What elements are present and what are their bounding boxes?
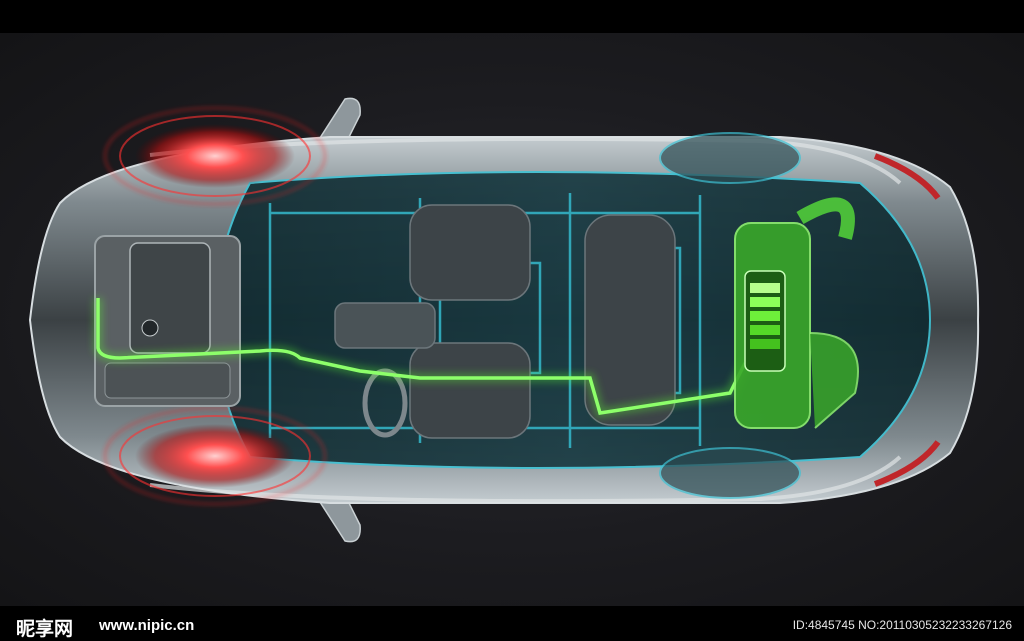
rear-wheel-bottom [659,447,801,499]
mirror-bottom [316,494,361,543]
cabin-glass [213,171,932,469]
top-letterbox-band [0,0,1024,33]
taillight-bottom [873,440,941,487]
taillight-top [873,153,941,200]
watermark-site-url: www.nipic.cn [99,617,195,634]
watermark-image-id: ID:4845745 NO:20110305232233267126 [792,618,1012,632]
rear-wheel-top [659,132,801,184]
front-wheel-glow-top [104,107,326,205]
front-wheel-glow-bottom [104,407,326,505]
car-xray-illustration [0,33,1024,606]
car-illustration-svg [28,97,980,543]
mirror-top [316,97,361,146]
watermark-logo: 昵享网 [16,618,74,640]
watermark-bar: 昵享网 www.nipic.cn ID:4845745 NO:201103052… [0,606,1024,640]
battery-pack [734,197,859,429]
engine-block [94,235,241,407]
seats [334,204,676,439]
